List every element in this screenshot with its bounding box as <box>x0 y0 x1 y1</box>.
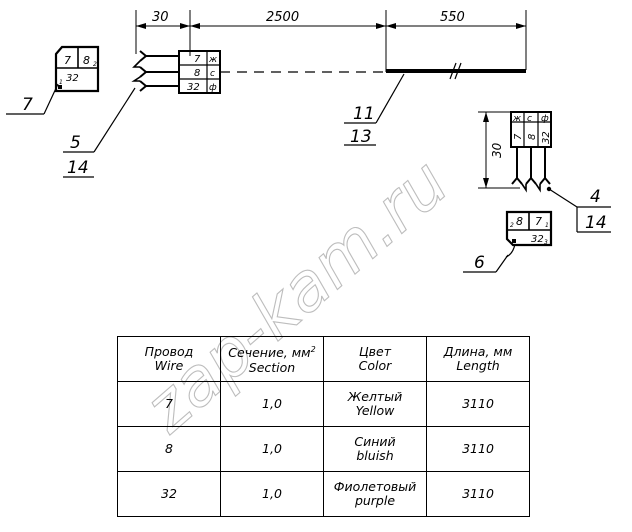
connector-right-pin-8: 8 <box>516 215 523 228</box>
left-terminals <box>131 50 179 92</box>
vertical-num-7: 7 <box>513 133 524 140</box>
vertical-code-f: ф <box>541 114 549 124</box>
callout-14-left: 14 <box>67 158 89 178</box>
callout-5-leader <box>63 87 136 178</box>
connector-left <box>54 45 100 93</box>
terminal-row-code-f: ф <box>209 83 217 93</box>
vertical-terminals <box>511 147 551 193</box>
terminal-row-num-8: 8 <box>194 68 200 79</box>
connector-right-sub-3: 3 <box>544 239 548 246</box>
top-dimension <box>135 10 527 72</box>
table-cell-wire: 32 <box>117 471 221 517</box>
terminal-row-code-s: с <box>210 69 215 79</box>
callout-7-leader <box>6 83 59 115</box>
vertical-code-zh: ж <box>512 114 522 124</box>
table-cell-length: 3110 <box>426 381 530 427</box>
table-cell-wire: 8 <box>117 426 221 472</box>
connector-right-pin-32: 32 <box>531 234 544 245</box>
dimension-550: 550 <box>440 10 465 25</box>
sleeve-break <box>449 62 462 80</box>
callout-4: 4 <box>590 187 601 207</box>
table-cell-section: 1,0 <box>220 426 324 472</box>
dimension-2500: 2500 <box>266 10 299 25</box>
connector-right-pin-7: 7 <box>535 215 542 228</box>
callout-4-dot <box>546 186 552 192</box>
table-cell-wire: 7 <box>117 381 221 427</box>
terminal-row-num-7: 7 <box>194 54 201 65</box>
terminal-block <box>178 50 221 94</box>
connector-right-sub-2: 2 <box>510 222 514 229</box>
dimension-30-vertical: 30 <box>490 142 504 158</box>
vertical-dimension-arrows <box>483 112 489 188</box>
vertical-dimension <box>478 111 520 189</box>
vertical-code-s: с <box>527 114 532 124</box>
callout-4-leader <box>548 188 611 233</box>
dimension-30: 30 <box>152 10 169 25</box>
table-cell-section: 1,0 <box>220 381 324 427</box>
callout-13: 13 <box>350 127 372 147</box>
connector-left-sub-1: 1 <box>59 79 63 86</box>
callout-11: 11 <box>353 104 375 124</box>
callout-11-leader <box>344 73 405 146</box>
callout-7: 7 <box>22 95 33 115</box>
connector-right <box>505 210 553 247</box>
callout-14-right: 14 <box>585 213 607 233</box>
dimension-arrows <box>136 23 526 29</box>
connector-left-pin-32: 32 <box>66 73 79 84</box>
table-cell-length: 3110 <box>426 426 530 472</box>
callout-6-leader <box>463 243 516 273</box>
connector-right-sub-1: 1 <box>545 222 549 229</box>
terminal-row-num-32: 32 <box>187 82 200 93</box>
callout-5: 5 <box>70 133 81 153</box>
connector-left-pin-7: 7 <box>64 54 71 67</box>
vertical-num-32: 32 <box>541 131 552 144</box>
table-cell-section: 1,0 <box>220 471 324 517</box>
callout-6: 6 <box>474 253 485 273</box>
vertical-num-8: 8 <box>527 134 538 140</box>
connector-left-pin-8: 8 <box>83 54 90 67</box>
connector-left-sub-2: 2 <box>93 61 97 68</box>
terminal-row-code-zh: ж <box>208 55 218 65</box>
table-cell-length: 3110 <box>426 471 530 517</box>
